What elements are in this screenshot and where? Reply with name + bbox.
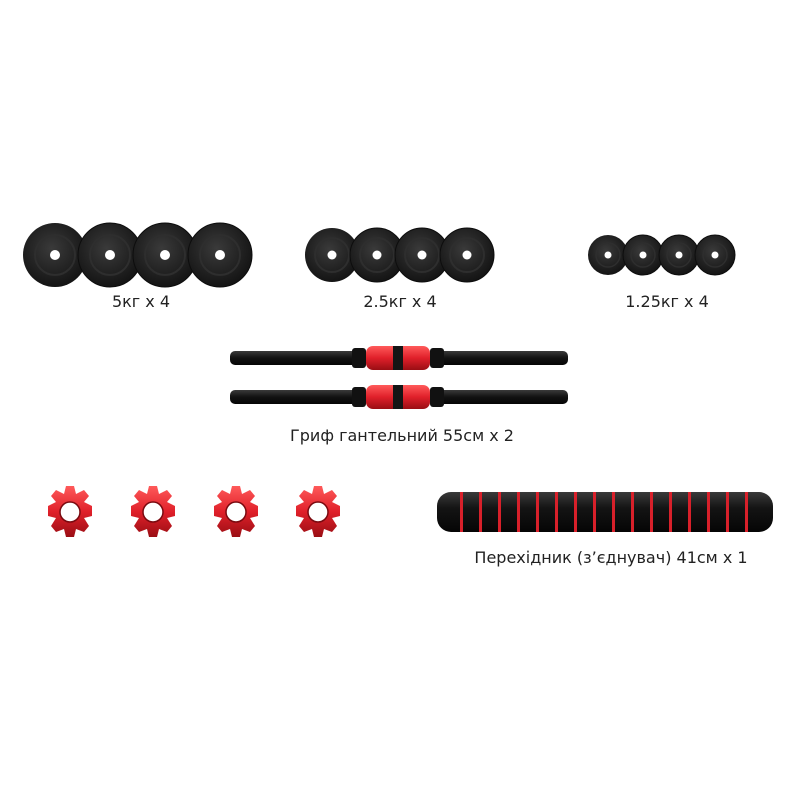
- plate-2-5kg: [305, 228, 359, 282]
- dumbbell-handle: [230, 346, 568, 370]
- plate-1-25kg: [622, 234, 664, 276]
- connector-tube: [437, 492, 773, 532]
- collar: [296, 486, 340, 537]
- caption-plates-2-5kg: 2.5кг x 4: [363, 292, 437, 311]
- caption-plates-1-25kg: 1.25кг x 4: [625, 292, 709, 311]
- plate-5kg: [23, 223, 87, 287]
- caption-connector: Перехідник (з’єднувач) 41см x 1: [474, 548, 748, 567]
- caption-handles: Гриф гантельний 55см x 2: [290, 426, 514, 445]
- dumbbell-handle: [230, 385, 568, 409]
- collar: [131, 486, 175, 537]
- caption-plates-5kg: 5кг x 4: [111, 292, 171, 311]
- plate-5kg: [132, 222, 198, 288]
- plate-1-25kg: [658, 234, 700, 276]
- plate-1-25kg: [694, 234, 736, 276]
- collar: [48, 486, 92, 537]
- plate-5kg: [77, 222, 143, 288]
- collar: [214, 486, 258, 537]
- plate-5kg: [187, 222, 253, 288]
- plate-2-5kg: [439, 227, 495, 283]
- plate-1-25kg: [588, 235, 628, 275]
